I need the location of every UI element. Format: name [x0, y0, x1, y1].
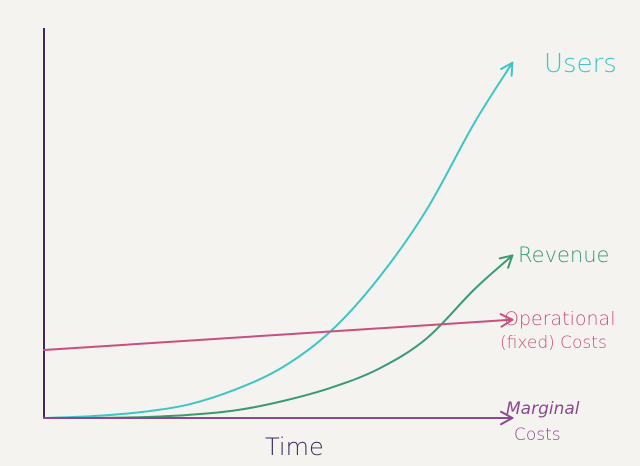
marginal-costs-arrowhead	[500, 410, 514, 426]
series-layer	[43, 61, 514, 426]
operational-fixed-costs-line	[43, 318, 514, 351]
users-label: Users	[544, 49, 617, 79]
marginal-costs-label-line2: Costs	[514, 425, 561, 445]
users-arrowhead	[500, 61, 514, 77]
x-axis-label: Time	[265, 433, 324, 461]
revenue-line	[43, 254, 514, 420]
users-line	[43, 61, 514, 419]
axes	[43, 28, 492, 419]
operational-costs-label-line1: Operational	[504, 308, 615, 330]
marginal-costs-label-line1: Marginal	[506, 399, 580, 419]
operational-fixed-costs-arrowhead	[499, 313, 514, 328]
revenue-label: Revenue	[518, 243, 609, 267]
revenue-arrowhead	[498, 254, 514, 269]
operational-costs-label-line2: (fixed) Costs	[500, 333, 607, 353]
